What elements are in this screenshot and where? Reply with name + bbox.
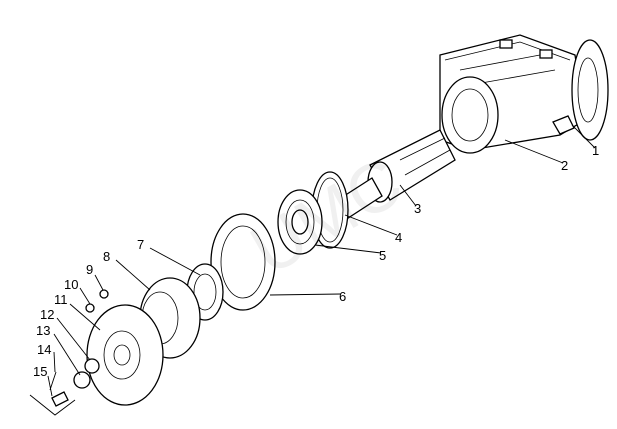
callout-13: 13 xyxy=(36,323,50,338)
callout-5: 5 xyxy=(379,248,386,263)
part-nut xyxy=(84,358,100,374)
callout-12: 12 xyxy=(40,307,54,322)
callout-9: 9 xyxy=(86,262,93,277)
watermark: UMC xyxy=(238,142,415,289)
part-bearing xyxy=(277,189,323,255)
part-housing xyxy=(439,34,609,154)
part-screw xyxy=(51,391,69,407)
leader-lines xyxy=(29,124,596,416)
part-gasket xyxy=(210,213,276,311)
callout-14: 14 xyxy=(37,342,51,357)
part-pin xyxy=(49,371,57,391)
callout-15: 15 xyxy=(33,364,47,379)
callout-11: 11 xyxy=(54,292,68,307)
callout-8: 8 xyxy=(103,249,110,264)
callout-4: 4 xyxy=(395,230,402,245)
callout-7: 7 xyxy=(137,237,144,252)
part-washer-2 xyxy=(73,371,91,389)
part-washer xyxy=(99,289,109,299)
callout-1: 1 xyxy=(592,143,599,158)
part-end-cover xyxy=(86,304,164,406)
part-plug xyxy=(552,115,575,135)
callout-3: 3 xyxy=(414,201,421,216)
part-bolt xyxy=(85,303,95,313)
callout-2: 2 xyxy=(561,158,568,173)
callout-10: 10 xyxy=(64,277,78,292)
callout-6: 6 xyxy=(339,289,346,304)
